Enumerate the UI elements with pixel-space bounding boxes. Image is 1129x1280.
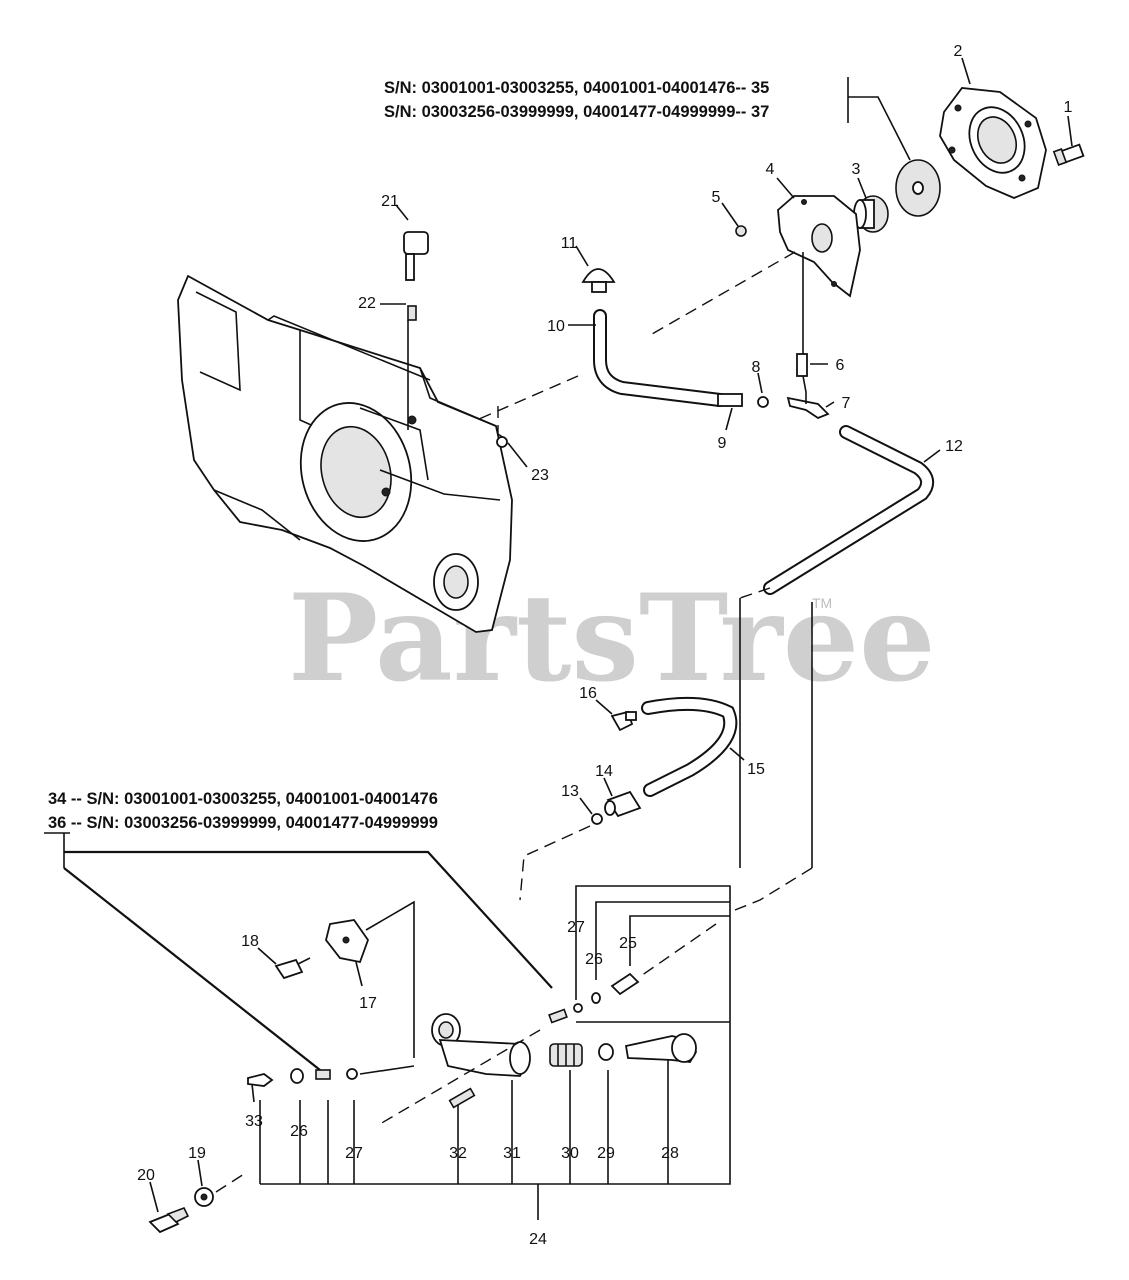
part-12-hose [763, 425, 935, 595]
callout-32: 32 [449, 1145, 467, 1162]
callout-12: 12 [945, 438, 963, 455]
callout-1: 1 [1064, 99, 1073, 116]
callout-31: 31 [503, 1145, 521, 1162]
callout-25: 25 [619, 935, 637, 952]
callout-13: 13 [561, 783, 579, 800]
part-8-o-ring [757, 396, 769, 408]
callout-3: 3 [852, 161, 861, 178]
callout-27-upper: 27 [567, 919, 585, 936]
watermark-tm: TM [812, 595, 832, 611]
part-30-spring [549, 1043, 583, 1067]
callout-24: 24 [529, 1231, 547, 1248]
callout-23: 23 [531, 467, 549, 484]
bottom-serial-line-2: 36 -- S/N: 03003256-03999999, 04001477-0… [48, 814, 438, 832]
lower-leader-lines [149, 1065, 415, 1213]
part-33-needle [247, 1073, 274, 1087]
callout-30: 30 [561, 1145, 579, 1162]
callout-11: 11 [561, 235, 578, 252]
part-31-body [431, 1013, 531, 1077]
callout-16: 16 [579, 685, 597, 702]
callout-5: 5 [712, 189, 721, 206]
part-20-screw [148, 1206, 190, 1234]
part-28-plunger [624, 1033, 698, 1063]
crankcase-housing [177, 274, 513, 633]
callout-27-lower: 27 [345, 1145, 363, 1162]
part-16-elbow [610, 710, 637, 732]
callout-2: 2 [954, 43, 963, 60]
part-22-spring [407, 305, 417, 321]
callout-15: 15 [747, 761, 765, 778]
part-26-o-ring-upper [591, 992, 601, 1004]
callout-29: 29 [597, 1145, 615, 1162]
part-34-36-spring-lower [315, 1069, 331, 1080]
part-13-o-ring [591, 813, 603, 825]
part-2-cover [939, 87, 1047, 199]
part-26-o-ring-lower [290, 1068, 304, 1084]
callout-4: 4 [766, 161, 775, 178]
callout-14: 14 [595, 763, 613, 780]
upper-leader-lines [380, 57, 1073, 468]
top-serial-line-2: S/N: 03003256-03999999, 04001477-0499999… [384, 103, 769, 121]
top-serial-note: S/N: 03001001-03003255, 04001001-0400147… [384, 77, 911, 161]
part-18-screw [257, 947, 311, 980]
part-11-cap [581, 268, 616, 293]
callout-8: 8 [752, 359, 761, 376]
callout-22: 22 [358, 295, 376, 312]
part-35-37-washer [895, 159, 941, 217]
part-7-tee-fitting [786, 392, 830, 420]
bottom-serial-line-1: 34 -- S/N: 03001001-03003255, 04001001-0… [48, 790, 438, 808]
part-3-worm-gear [853, 195, 889, 233]
part-25-fitting [610, 972, 640, 996]
top-serial-line-1: S/N: 03001001-03003255, 04001001-0400147… [384, 79, 769, 97]
callout-19: 19 [188, 1145, 206, 1162]
middle-dashed-lines [519, 587, 813, 913]
part-23-o-ring [496, 436, 508, 448]
part-17-plate [325, 919, 370, 987]
part-5-nut [735, 225, 747, 237]
part-1-screw [1052, 143, 1085, 166]
part-21-knob [403, 231, 429, 281]
callout-26-lower: 26 [290, 1123, 308, 1140]
callout-6: 6 [836, 357, 845, 374]
callout-26-upper: 26 [585, 951, 603, 968]
callout-33: 33 [245, 1113, 263, 1130]
parts-tree-watermark: PartsTree TM [288, 568, 935, 709]
part-32-screw [448, 1087, 476, 1109]
part-27-ball-upper [573, 1003, 583, 1013]
part-14-connector [604, 790, 642, 818]
callout-9: 9 [718, 435, 727, 452]
part-15-hose [641, 696, 738, 797]
callout-21: 21 [381, 193, 399, 210]
lower-bracket-lines [259, 885, 731, 1220]
callout-20: 20 [137, 1167, 155, 1184]
part-34-36-spring-upper [548, 1008, 568, 1024]
callout-7: 7 [842, 395, 851, 412]
callout-28: 28 [661, 1145, 679, 1162]
bottom-serial-note: 34 -- S/N: 03001001-03003255, 04001001-0… [44, 790, 553, 1071]
part-10-hose [593, 309, 743, 407]
part-29-o-ring [598, 1043, 614, 1061]
lower-dashed-lines [215, 923, 717, 1193]
middle-leader-lines [579, 598, 813, 868]
watermark-text: PartsTree [288, 568, 935, 709]
part-6-pin [796, 353, 808, 377]
callout-10: 10 [547, 318, 565, 335]
part-4-oil-pump [777, 195, 861, 298]
callout-18: 18 [241, 933, 259, 950]
part-27-ball-lower [346, 1068, 358, 1080]
part-9-fitting [717, 393, 743, 407]
callout-labels: 1 2 3 4 5 6 7 8 9 10 11 12 13 14 15 16 1… [137, 43, 1072, 1248]
callout-17: 17 [359, 995, 377, 1012]
